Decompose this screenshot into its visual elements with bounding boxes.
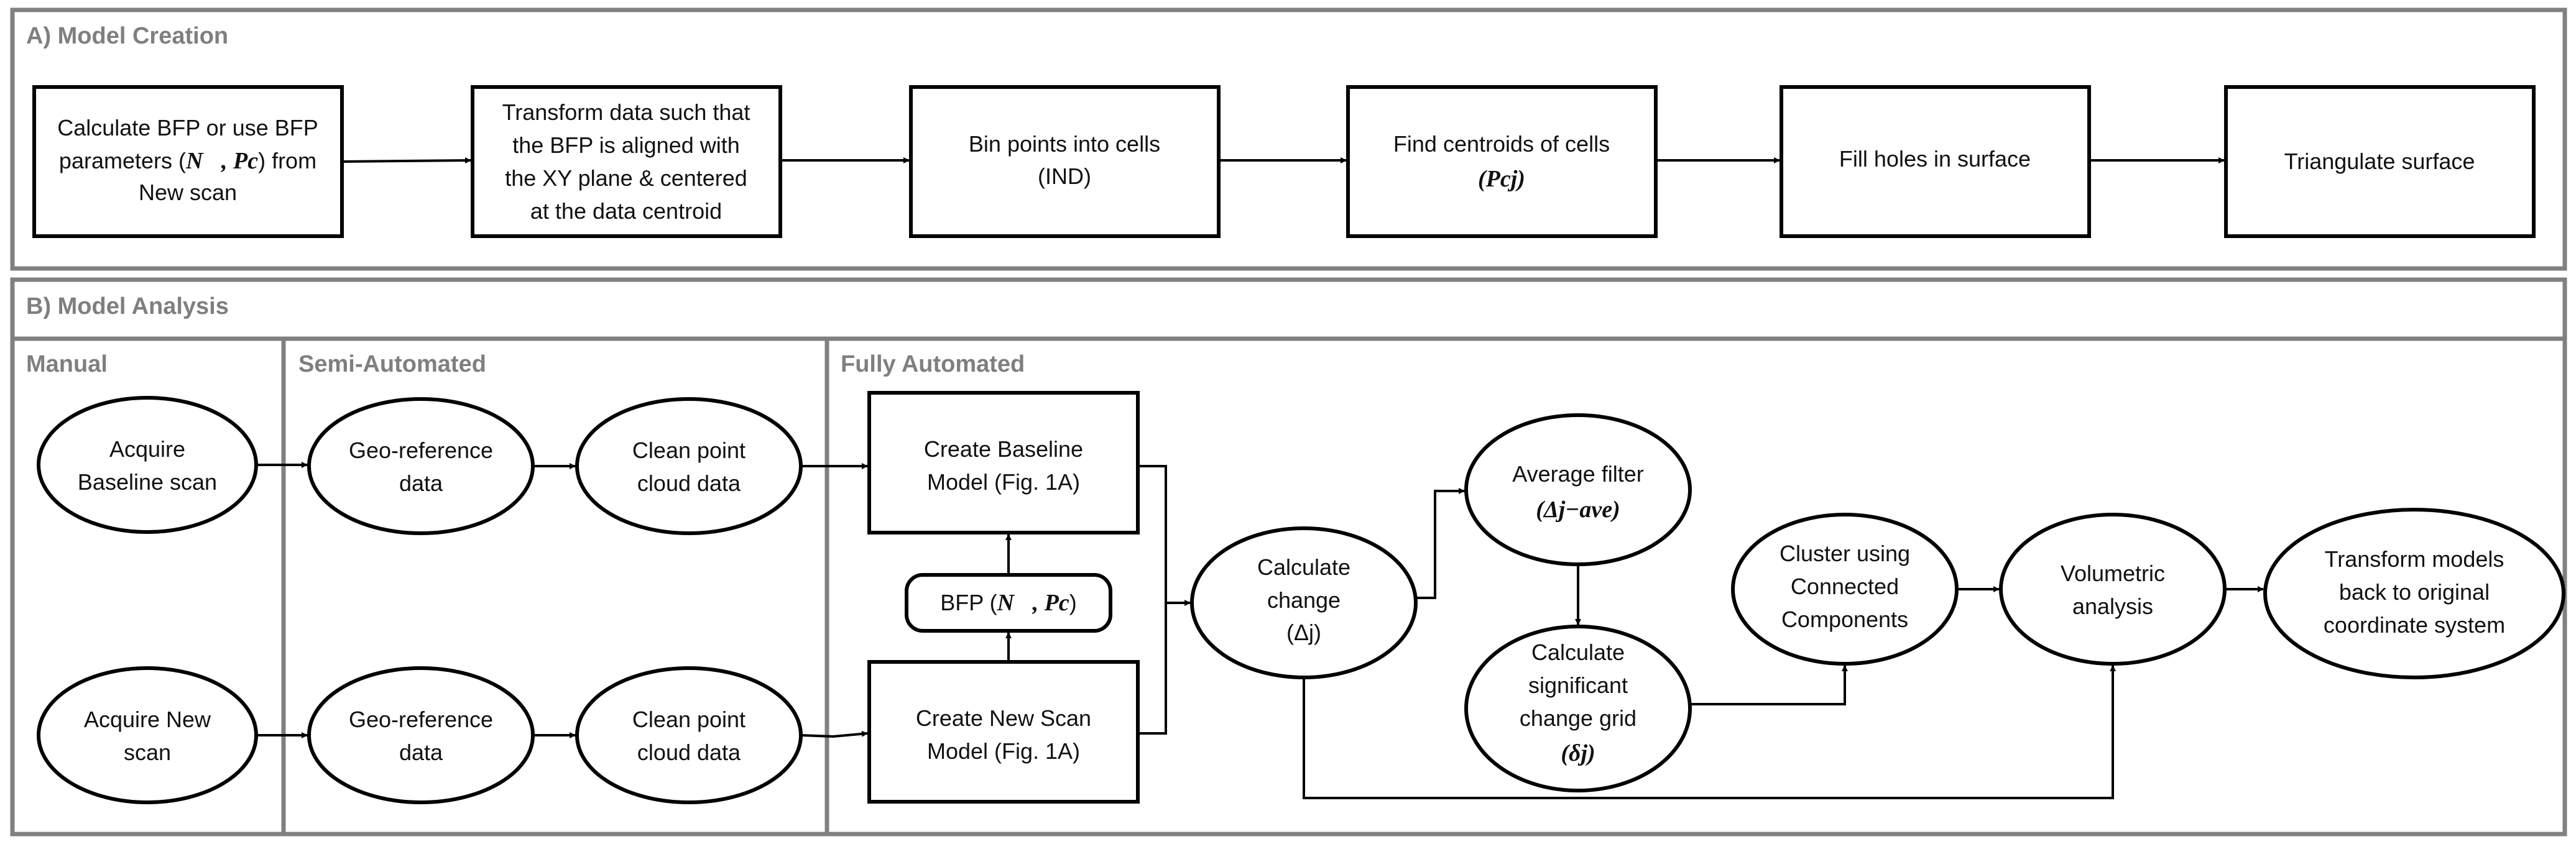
step-centroids-line1: Find centroids of cells (1393, 131, 1610, 157)
step-fill-holes-label: Fill holes in surface (1839, 146, 2031, 172)
node-acquire-baseline: Acquire Baseline scan (37, 396, 258, 534)
manual-title: Manual (26, 351, 108, 377)
step-bin-line1: Bin points into cells (969, 131, 1160, 157)
node-cluster: Cluster using Connected Components (1731, 513, 1959, 666)
model-creation-frame (10, 7, 2567, 271)
node-clean-baseline: Clean point cloud data (575, 397, 803, 535)
node-transform-models-line1: Transform models (2325, 546, 2504, 572)
node-acquire-new-line2: scan (124, 740, 171, 765)
node-bfp-symbol: N⃗, Pc (997, 590, 1069, 616)
step-triangulate: Triangulate surface (2224, 85, 2536, 238)
node-sig-grid-line4: (δj) (1561, 740, 1595, 766)
step-fill-holes: Fill holes in surface (1780, 85, 2091, 238)
node-calculate-change-line3: (Δj) (1286, 620, 1321, 645)
step-calculate-bfp-line2: parameters (N⃗, Pc) from (59, 148, 316, 174)
node-calculate-change: Calculate change (Δj) (1190, 526, 1418, 679)
node-average-filter-line1: Average filter (1512, 461, 1643, 487)
node-create-new-line2: Model (Fig. 1A) (927, 738, 1080, 764)
model-creation-title: A) Model Creation (26, 23, 228, 49)
step-calculate-bfp: Calculate BFP or use BFP parameters (N⃗,… (32, 85, 344, 238)
node-transform-models-line2: back to original (2339, 579, 2490, 605)
node-cluster-line3: Components (1781, 607, 1908, 632)
node-cluster-line2: Connected (1791, 574, 1899, 599)
node-volumetric-line1: Volumetric (2061, 561, 2165, 586)
node-clean-baseline-line1: Clean point (632, 438, 746, 463)
node-average-filter: Average filter (Δj−ave) (1464, 413, 1692, 566)
node-create-new-line1: Create New Scan (916, 705, 1091, 731)
step-bin-points: Bin points into cells (IND) (909, 85, 1221, 238)
step-centroids-line2: (Pcj) (1478, 166, 1525, 192)
step-calculate-bfp-line3: New scan (139, 180, 237, 205)
arrow-clean-to-create-new (800, 730, 868, 738)
step-triangulate-label: Triangulate surface (2284, 149, 2475, 174)
node-clean-new-line1: Clean point (632, 707, 746, 732)
node-sig-grid-line1: Calculate (1531, 640, 1625, 665)
node-bfp-label: BFP (N⃗, Pc) (940, 590, 1076, 616)
arrow-sig-grid-to-cluster (1690, 665, 1848, 705)
step-transform-line4: at the data centroid (530, 198, 722, 224)
step-transform-line2: the BFP is aligned with (512, 132, 740, 158)
node-acquire-new-line1: Acquire New (84, 707, 211, 732)
node-georeference-new-line2: data (399, 740, 443, 765)
step-bin-line2: (IND) (1038, 163, 1091, 189)
node-create-baseline-line1: Create Baseline (924, 436, 1083, 462)
arrow-bfp-to-transform (341, 157, 471, 164)
node-average-filter-line2: (Δj−ave) (1536, 497, 1620, 523)
step-find-centroids: Find centroids of cells (Pcj) (1346, 85, 1658, 238)
node-volumetric-analysis: Volumetric analysis (1999, 513, 2227, 666)
step-calculate-bfp-params-prefix: parameters ( (59, 148, 186, 173)
step-transform-line3: the XY plane & centered (505, 165, 747, 191)
connector-baseline-to-change (1138, 465, 1167, 735)
step-calculate-bfp-params-symbol: N⃗, Pc (185, 148, 258, 174)
node-acquire-baseline-line1: Acquire (109, 436, 185, 462)
semi-automated-title: Semi-Automated (298, 351, 486, 377)
node-georeference-baseline-line1: Geo-reference (349, 438, 493, 463)
model-analysis-title: B) Model Analysis (26, 293, 229, 319)
step-calculate-bfp-params-suffix: ) from (258, 148, 316, 173)
node-sig-grid-line2: significant (1528, 672, 1628, 698)
node-bfp: BFP (N⃗, Pc) (905, 573, 1112, 633)
node-georeference-new-line1: Geo-reference (349, 707, 493, 732)
node-calculate-change-line1: Calculate (1257, 554, 1350, 580)
node-clean-baseline-line2: cloud data (637, 470, 741, 496)
node-georeference-baseline-line2: data (399, 470, 443, 496)
node-cluster-line1: Cluster using (1780, 541, 1910, 566)
node-bfp-prefix: BFP ( (940, 590, 997, 615)
arrow-change-to-average (1416, 488, 1465, 599)
node-volumetric-line2: analysis (2072, 594, 2153, 619)
step-transform-data: Transform data such that the BFP is alig… (471, 85, 782, 238)
node-clean-new-line2: cloud data (637, 740, 741, 765)
node-create-new-scan-model: Create New Scan Model (Fig. 1A) (867, 660, 1140, 804)
node-transform-models: Transform models back to original coordi… (2263, 508, 2565, 679)
node-create-baseline-line2: Model (Fig. 1A) (927, 469, 1080, 495)
node-calculate-change-line2: change (1267, 587, 1341, 613)
node-sig-grid-line3: change grid (1520, 705, 1637, 731)
node-bfp-suffix: ) (1069, 590, 1077, 615)
node-significant-change-grid: Calculate significant change grid (δj) (1464, 625, 1692, 792)
node-clean-new: Clean point cloud data (575, 666, 803, 804)
step-transform-line1: Transform data such that (502, 99, 750, 125)
node-create-baseline-model: Create Baseline Model (Fig. 1A) (867, 391, 1140, 534)
node-georeference-new: Geo-reference data (307, 666, 535, 804)
step-calculate-bfp-line1: Calculate BFP or use BFP (57, 115, 318, 140)
node-acquire-baseline-line2: Baseline scan (78, 469, 217, 495)
fully-automated-title: Fully Automated (841, 351, 1025, 377)
arrow-change-to-volumetric (1303, 665, 2116, 799)
node-georeference-baseline: Geo-reference data (307, 397, 535, 535)
node-acquire-new: Acquire New scan (37, 666, 258, 804)
node-transform-models-line3: coordinate system (2324, 612, 2505, 638)
